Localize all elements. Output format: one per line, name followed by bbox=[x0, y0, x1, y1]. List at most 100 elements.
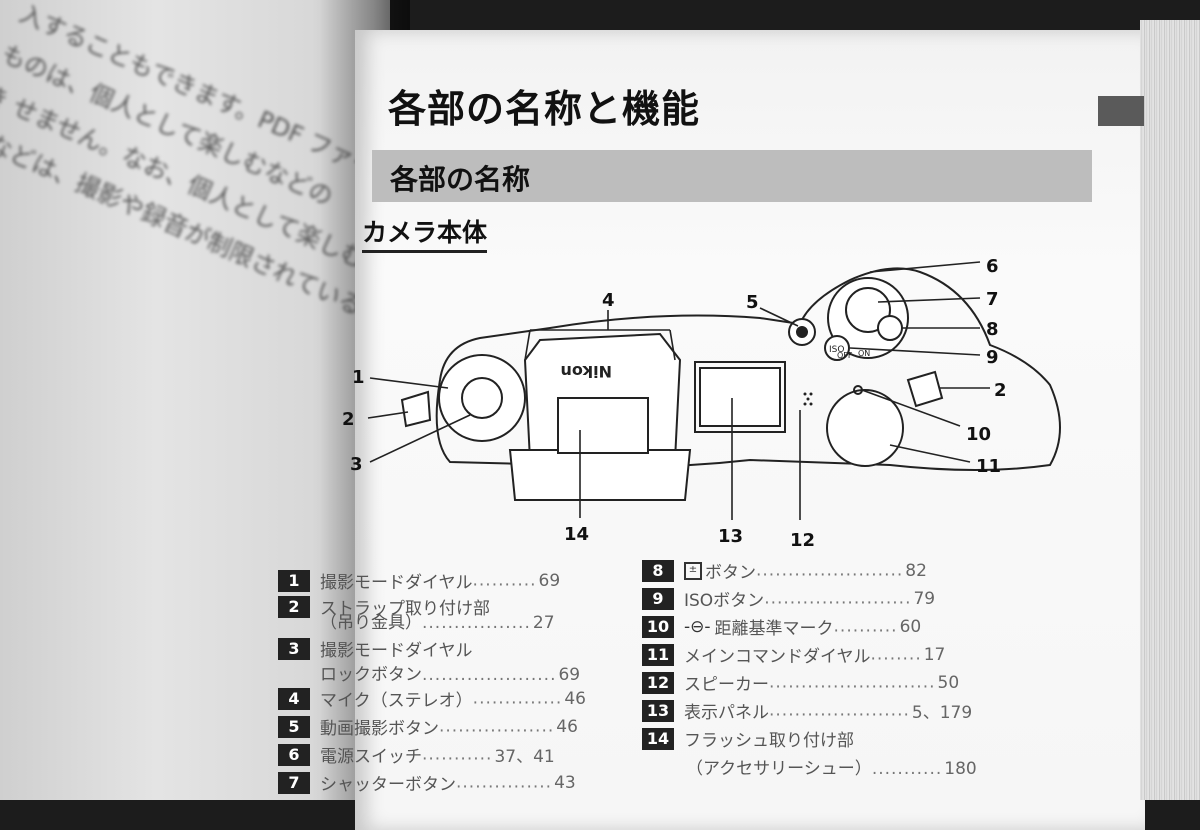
list-item: 8±ボタン.......................82 bbox=[642, 558, 927, 583]
shutter-button bbox=[845, 287, 891, 333]
item-number: 6 bbox=[278, 743, 310, 766]
item-number: 7 bbox=[278, 771, 310, 794]
item-label: 電源スイッチ bbox=[320, 747, 422, 767]
item-number: 1 bbox=[278, 569, 310, 592]
item-number: 13 bbox=[642, 699, 674, 722]
list-item: 10-⊖-距離基準マーク..........60 bbox=[642, 614, 921, 639]
switch-on-label: ON bbox=[858, 349, 870, 358]
item-page: 50 bbox=[937, 672, 960, 693]
item-number: 8 bbox=[642, 559, 674, 582]
callout-12: 12 bbox=[790, 530, 815, 551]
item-page: 43 bbox=[554, 772, 576, 793]
exposure-comp-icon: ± bbox=[684, 561, 702, 580]
item-number: 10 bbox=[642, 615, 674, 638]
callout-1: 1 bbox=[352, 367, 365, 388]
accessory-shoe bbox=[557, 397, 649, 454]
camera-top-diagram: Nikon OFF ON ISO 1 2 3 4 5 6 7 8 9 2 10 bbox=[342, 256, 1061, 551]
callout-2: 2 bbox=[342, 409, 355, 430]
item-number: 14 bbox=[642, 727, 674, 750]
list-item-continued: （吊り金具）.................27 bbox=[320, 613, 555, 633]
item-number: 3 bbox=[278, 637, 310, 660]
list-item-continued: ロックボタン.....................69 bbox=[320, 665, 581, 685]
item-number: 9 bbox=[642, 587, 674, 610]
speaker-holes bbox=[803, 392, 813, 406]
callout-6: 6 bbox=[986, 256, 999, 277]
item-number: 4 bbox=[278, 687, 310, 710]
iso-button-label: ISO bbox=[829, 345, 844, 355]
callout-11: 11 bbox=[976, 456, 1001, 477]
list-item-continued: （アクセサリーシュー）...........180 bbox=[686, 759, 977, 779]
item-page: 82 bbox=[905, 560, 927, 581]
item-sublabel: （吊り金具） bbox=[320, 613, 422, 633]
strap-lug-left bbox=[400, 390, 432, 428]
item-page: 27 bbox=[532, 613, 555, 633]
callout-2b: 2 bbox=[994, 380, 1007, 401]
item-page: 79 bbox=[913, 588, 936, 609]
callout-7: 7 bbox=[986, 289, 999, 310]
item-label: ISOボタン bbox=[684, 591, 765, 611]
item-sublabel: （アクセサリーシュー） bbox=[686, 759, 872, 779]
item-page: 180 bbox=[944, 759, 977, 779]
item-page: 60 bbox=[899, 616, 922, 637]
item-page: 37、41 bbox=[494, 747, 555, 767]
callout-13: 13 bbox=[718, 526, 743, 547]
item-page: 46 bbox=[564, 688, 586, 709]
list-item: 3 撮影モードダイヤル bbox=[278, 636, 473, 661]
list-item: 2 ストラップ取り付け部 bbox=[278, 594, 490, 619]
thumb-index-tab bbox=[1098, 96, 1144, 126]
section-heading: 各部の名称 bbox=[390, 163, 531, 196]
page-title: 各部の名称と機能 bbox=[388, 87, 701, 131]
item-label: 撮影モードダイヤル bbox=[320, 573, 473, 593]
callout-9: 9 bbox=[986, 347, 999, 368]
callout-3: 3 bbox=[350, 454, 363, 475]
iso-button bbox=[824, 335, 850, 361]
item-label: マイク（ステレオ） bbox=[320, 691, 473, 711]
item-label: 動画撮影ボタン bbox=[320, 719, 439, 739]
item-number: 2 bbox=[278, 595, 310, 618]
strap-lug-right bbox=[906, 370, 944, 408]
callout-10: 10 bbox=[966, 424, 991, 445]
item-page: 69 bbox=[538, 570, 561, 591]
item-label: ストラップ取り付け部 bbox=[320, 599, 490, 619]
brand-logo: Nikon bbox=[561, 362, 612, 381]
item-label: ボタン bbox=[705, 563, 756, 583]
list-item: 14 フラッシュ取り付け部 bbox=[642, 726, 854, 751]
item-label: 距離基準マーク bbox=[714, 619, 834, 639]
item-page: 46 bbox=[556, 716, 578, 737]
item-page: 5、179 bbox=[911, 703, 973, 723]
callout-14: 14 bbox=[564, 524, 589, 545]
item-label: 表示パネル bbox=[684, 703, 769, 723]
item-label: 撮影モードダイヤル bbox=[320, 641, 473, 661]
section-bar bbox=[372, 150, 1092, 202]
item-label: スピーカー bbox=[684, 675, 769, 695]
top-lcd-panel bbox=[699, 367, 781, 427]
item-number: 5 bbox=[278, 715, 310, 738]
main-command-dial bbox=[826, 389, 904, 467]
item-label: シャッターボタン bbox=[320, 775, 456, 795]
item-number: 11 bbox=[642, 643, 674, 666]
item-sublabel: ロックボタン bbox=[320, 665, 422, 685]
mode-dial-lock bbox=[461, 377, 503, 419]
exposure-comp-button bbox=[877, 315, 903, 341]
subsection-heading: カメラ本体 bbox=[362, 213, 488, 253]
callout-5: 5 bbox=[746, 292, 759, 313]
page-edges bbox=[1140, 20, 1200, 800]
eyepiece bbox=[508, 449, 692, 501]
focal-plane-icon: -⊖- bbox=[684, 616, 711, 637]
callout-4: 4 bbox=[602, 290, 615, 311]
item-page: 17 bbox=[923, 644, 946, 665]
switch-off-label: OFF bbox=[837, 351, 853, 360]
item-label: メインコマンドダイヤル bbox=[684, 647, 871, 667]
callout-8: 8 bbox=[986, 319, 999, 340]
item-number: 12 bbox=[642, 671, 674, 694]
item-label: フラッシュ取り付け部 bbox=[684, 731, 854, 751]
